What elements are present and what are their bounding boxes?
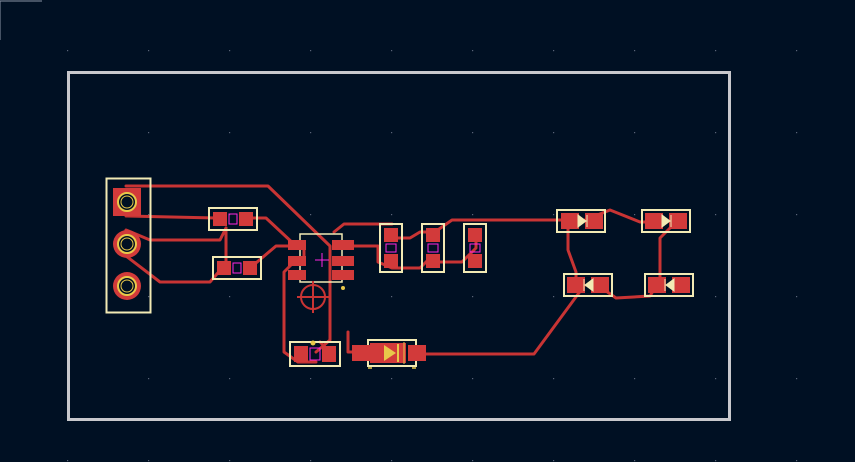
courtyard [232,262,242,274]
pin-ring [120,237,134,251]
pad[interactable] [217,261,231,275]
diode-icon [384,345,396,361]
silk-outline [212,256,262,280]
track [414,284,586,356]
courtyard [385,243,397,253]
led-icon [583,278,594,292]
origin-corner-marker [0,0,42,40]
smd-c2[interactable] [421,223,445,273]
pad[interactable] [352,345,370,361]
silk-outline [421,223,445,273]
led-d4[interactable] [563,273,613,297]
led-d5[interactable] [644,273,694,297]
smd-r2[interactable] [212,256,262,280]
pad[interactable] [294,346,308,362]
ic-pin[interactable] [288,270,306,280]
pad[interactable] [213,212,227,226]
pad[interactable] [672,277,690,293]
smd-c4[interactable] [289,340,341,367]
pin-ring [120,195,134,209]
pad[interactable] [567,277,585,293]
led-d2[interactable] [556,209,606,233]
connector-outline [105,177,152,314]
pad[interactable] [384,228,398,242]
track [332,222,394,234]
ic-pin[interactable] [332,240,354,250]
ic-u1[interactable] [288,233,354,290]
board-edge-outline[interactable] [67,71,731,421]
pad[interactable] [561,213,579,229]
pad[interactable] [426,254,440,268]
led-d3[interactable] [641,209,691,233]
pad[interactable] [648,277,666,293]
polarity-marker [310,340,316,346]
pad[interactable] [591,277,609,293]
led-icon [661,214,672,228]
courtyard [309,347,321,361]
pad[interactable] [384,254,398,268]
smd-c1[interactable] [379,223,403,273]
silk-outline [379,223,403,273]
ic-pin[interactable] [332,270,354,280]
pad[interactable] [468,228,482,242]
silk-outline [641,209,691,233]
silk-outline [463,223,487,273]
track [124,184,332,354]
pad[interactable] [322,346,336,362]
pad[interactable] [585,213,603,229]
ic-pin[interactable] [288,240,306,250]
pin1-dot [341,286,345,290]
pin-ring [120,279,134,293]
pad[interactable] [426,228,440,242]
pad[interactable] [239,212,253,226]
track [124,226,228,242]
connector-j1[interactable] [105,177,152,314]
crosshair-icon [315,253,329,267]
diode-d1[interactable] [352,339,426,369]
pad[interactable] [408,345,426,361]
pad[interactable] [468,254,482,268]
courtyard [469,243,481,253]
silk-outline [563,273,613,297]
led-icon [664,278,675,292]
crosshair-lines [297,281,329,313]
pad[interactable] [243,261,257,275]
silk-outline [644,273,694,297]
pad[interactable] [669,213,687,229]
silk-outline [208,207,258,231]
track [124,254,224,284]
courtyard [228,213,238,225]
pad[interactable] [645,213,663,229]
ic-pin[interactable] [288,256,306,266]
smd-c3[interactable] [463,223,487,273]
track [124,214,218,220]
led-icon [577,214,588,228]
courtyard [427,243,439,253]
silk-outline [556,209,606,233]
ic-pin[interactable] [332,256,354,266]
mounting-crosshair [297,281,329,313]
smd-r1[interactable] [208,207,258,231]
